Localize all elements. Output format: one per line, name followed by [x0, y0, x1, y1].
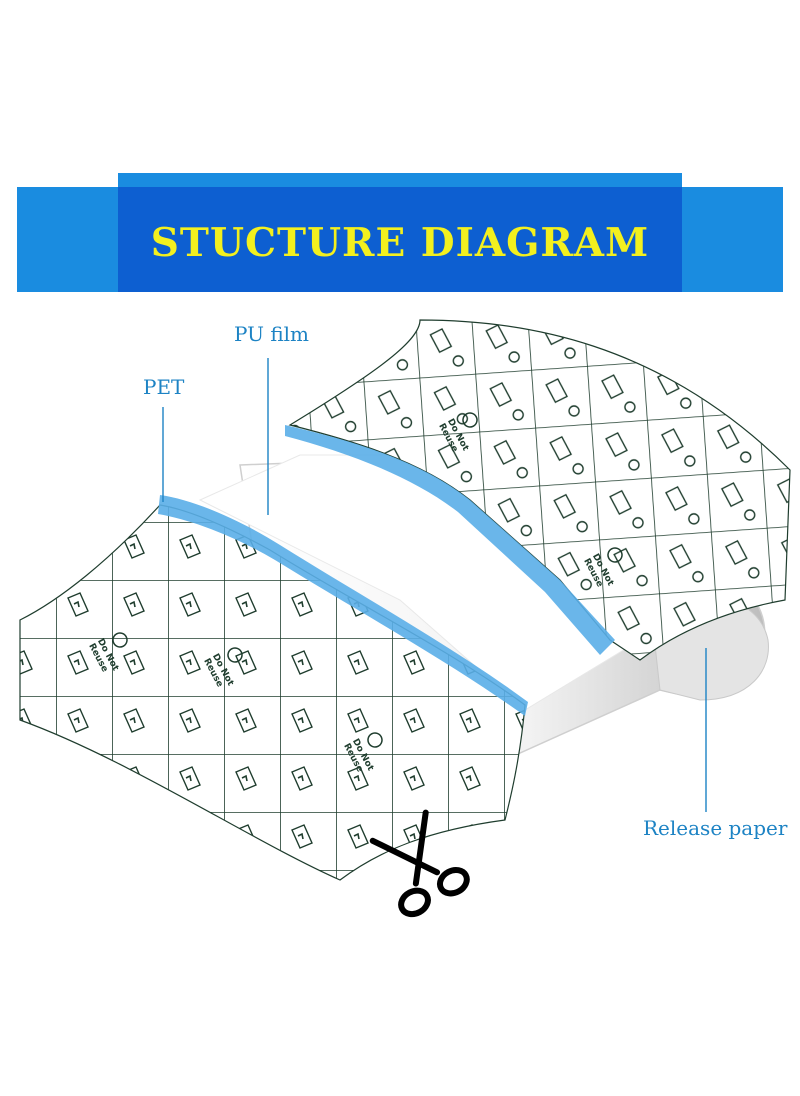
- banner-top-tab: [118, 173, 682, 191]
- scissors-icon: [369, 809, 470, 918]
- pu-film-label: PU film: [234, 322, 310, 346]
- banner: STUCTURE DIAGRAM: [118, 187, 682, 292]
- diagram-title: STUCTURE DIAGRAM: [150, 219, 650, 266]
- right-pet-strip: [285, 425, 615, 655]
- pet-label: PET: [143, 375, 185, 399]
- left-pet-strip: [158, 495, 528, 716]
- release-paper-label: Release paper: [643, 816, 788, 840]
